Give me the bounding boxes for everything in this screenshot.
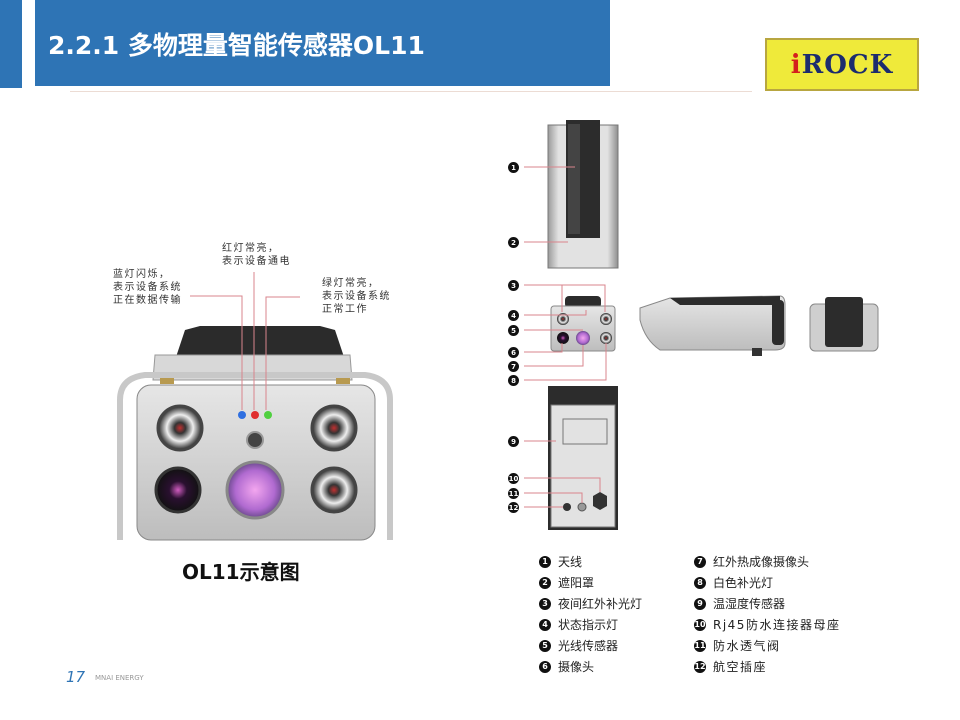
logo-rock: ROCK (801, 49, 894, 80)
legend-label: 摄像头 (558, 660, 595, 674)
legend-item: 7 红外热成像摄像头 (694, 553, 809, 570)
figure-caption: OL11示意图 (182, 560, 300, 584)
legend-item: 1 天线 (539, 553, 582, 570)
legend-item: 3 夜间红外补光灯 (539, 595, 642, 612)
legend-number-badge: 12 (694, 660, 706, 673)
legend-number-badge: 2 (539, 576, 551, 589)
legend-label: 白色补光灯 (713, 576, 774, 590)
marker-7: 7 (508, 361, 519, 372)
legend-label: 夜间红外补光灯 (558, 597, 643, 611)
ol11-bottom-view (548, 386, 618, 530)
marker-3: 3 (508, 280, 519, 291)
legend-number-badge: 5 (539, 639, 551, 652)
legend-number-badge: 1 (539, 555, 551, 568)
page-number: 17 (66, 668, 86, 686)
legend-label: 红外热成像摄像头 (713, 555, 810, 569)
marker-10: 10 (508, 473, 519, 484)
legend-number-badge: 11 (694, 639, 706, 652)
marker-1: 1 (508, 162, 519, 173)
legend-item: 5 光线传感器 (539, 637, 618, 654)
legend-number-badge: 7 (694, 555, 706, 568)
legend-label: 状态指示灯 (558, 618, 619, 632)
ol11-back-small-view (809, 297, 879, 352)
legend-item: 8 白色补光灯 (694, 574, 773, 591)
legend-label: 温湿度传感器 (713, 597, 786, 611)
legend-number-badge: 3 (539, 597, 551, 610)
ol11-side-view (639, 295, 786, 356)
marker-2: 2 (508, 237, 519, 248)
legend-item: 9 温湿度传感器 (694, 595, 785, 612)
marker-leader-lines (524, 166, 607, 508)
marker-9: 9 (508, 436, 519, 447)
annotation-blue-led: 蓝灯闪烁， 表示设备系统 正在数据传输 (113, 269, 182, 306)
legend-label: 防水透气阀 (713, 639, 781, 653)
legend-label: Rj45防水连接器母座 (713, 618, 841, 632)
ol11-top-view (547, 120, 619, 269)
green-led (264, 411, 272, 419)
legend-label: 航空插座 (713, 660, 768, 674)
left-accent-bar (0, 0, 22, 88)
red-led (251, 411, 259, 419)
legend-label: 天线 (558, 555, 583, 569)
ol11-small-front-view (550, 296, 616, 352)
legend-item: 2 遮阳罩 (539, 574, 594, 591)
ol11-front-view (117, 272, 393, 541)
page-title: 2.2.1 多物理量智能传感器OL11 (48, 31, 425, 60)
marker-6: 6 (508, 347, 519, 358)
marker-12: 12 (508, 502, 519, 513)
legend-number-badge: 10 (694, 618, 706, 631)
logo-i: i (790, 49, 802, 80)
legend-label: 遮阳罩 (558, 576, 595, 590)
marker-5: 5 (508, 325, 519, 336)
header-divider (70, 91, 752, 92)
legend-item: 4 状态指示灯 (539, 616, 618, 633)
legend-item: 11 防水透气阀 (694, 637, 781, 654)
legend-number-badge: 9 (694, 597, 706, 610)
legend-number-badge: 8 (694, 576, 706, 589)
legend-item: 6 摄像头 (539, 658, 594, 675)
annotation-red-led: 红灯常亮， 表示设备通电 (222, 243, 291, 267)
marker-11: 11 (508, 488, 519, 499)
legend-number-badge: 4 (539, 618, 551, 631)
footer-brand: MNAI ENERGY (95, 674, 144, 682)
blue-led (238, 411, 246, 419)
marker-4: 4 (508, 310, 519, 321)
legend-item: 10 Rj45防水连接器母座 (694, 616, 840, 633)
annotation-green-led: 绿灯常亮， 表示设备系统 正常工作 (322, 278, 391, 315)
legend-number-badge: 6 (539, 660, 551, 673)
marker-8: 8 (508, 375, 519, 386)
header-banner (35, 0, 610, 86)
legend-label: 光线传感器 (558, 639, 619, 653)
legend-item: 12 航空插座 (694, 658, 767, 675)
